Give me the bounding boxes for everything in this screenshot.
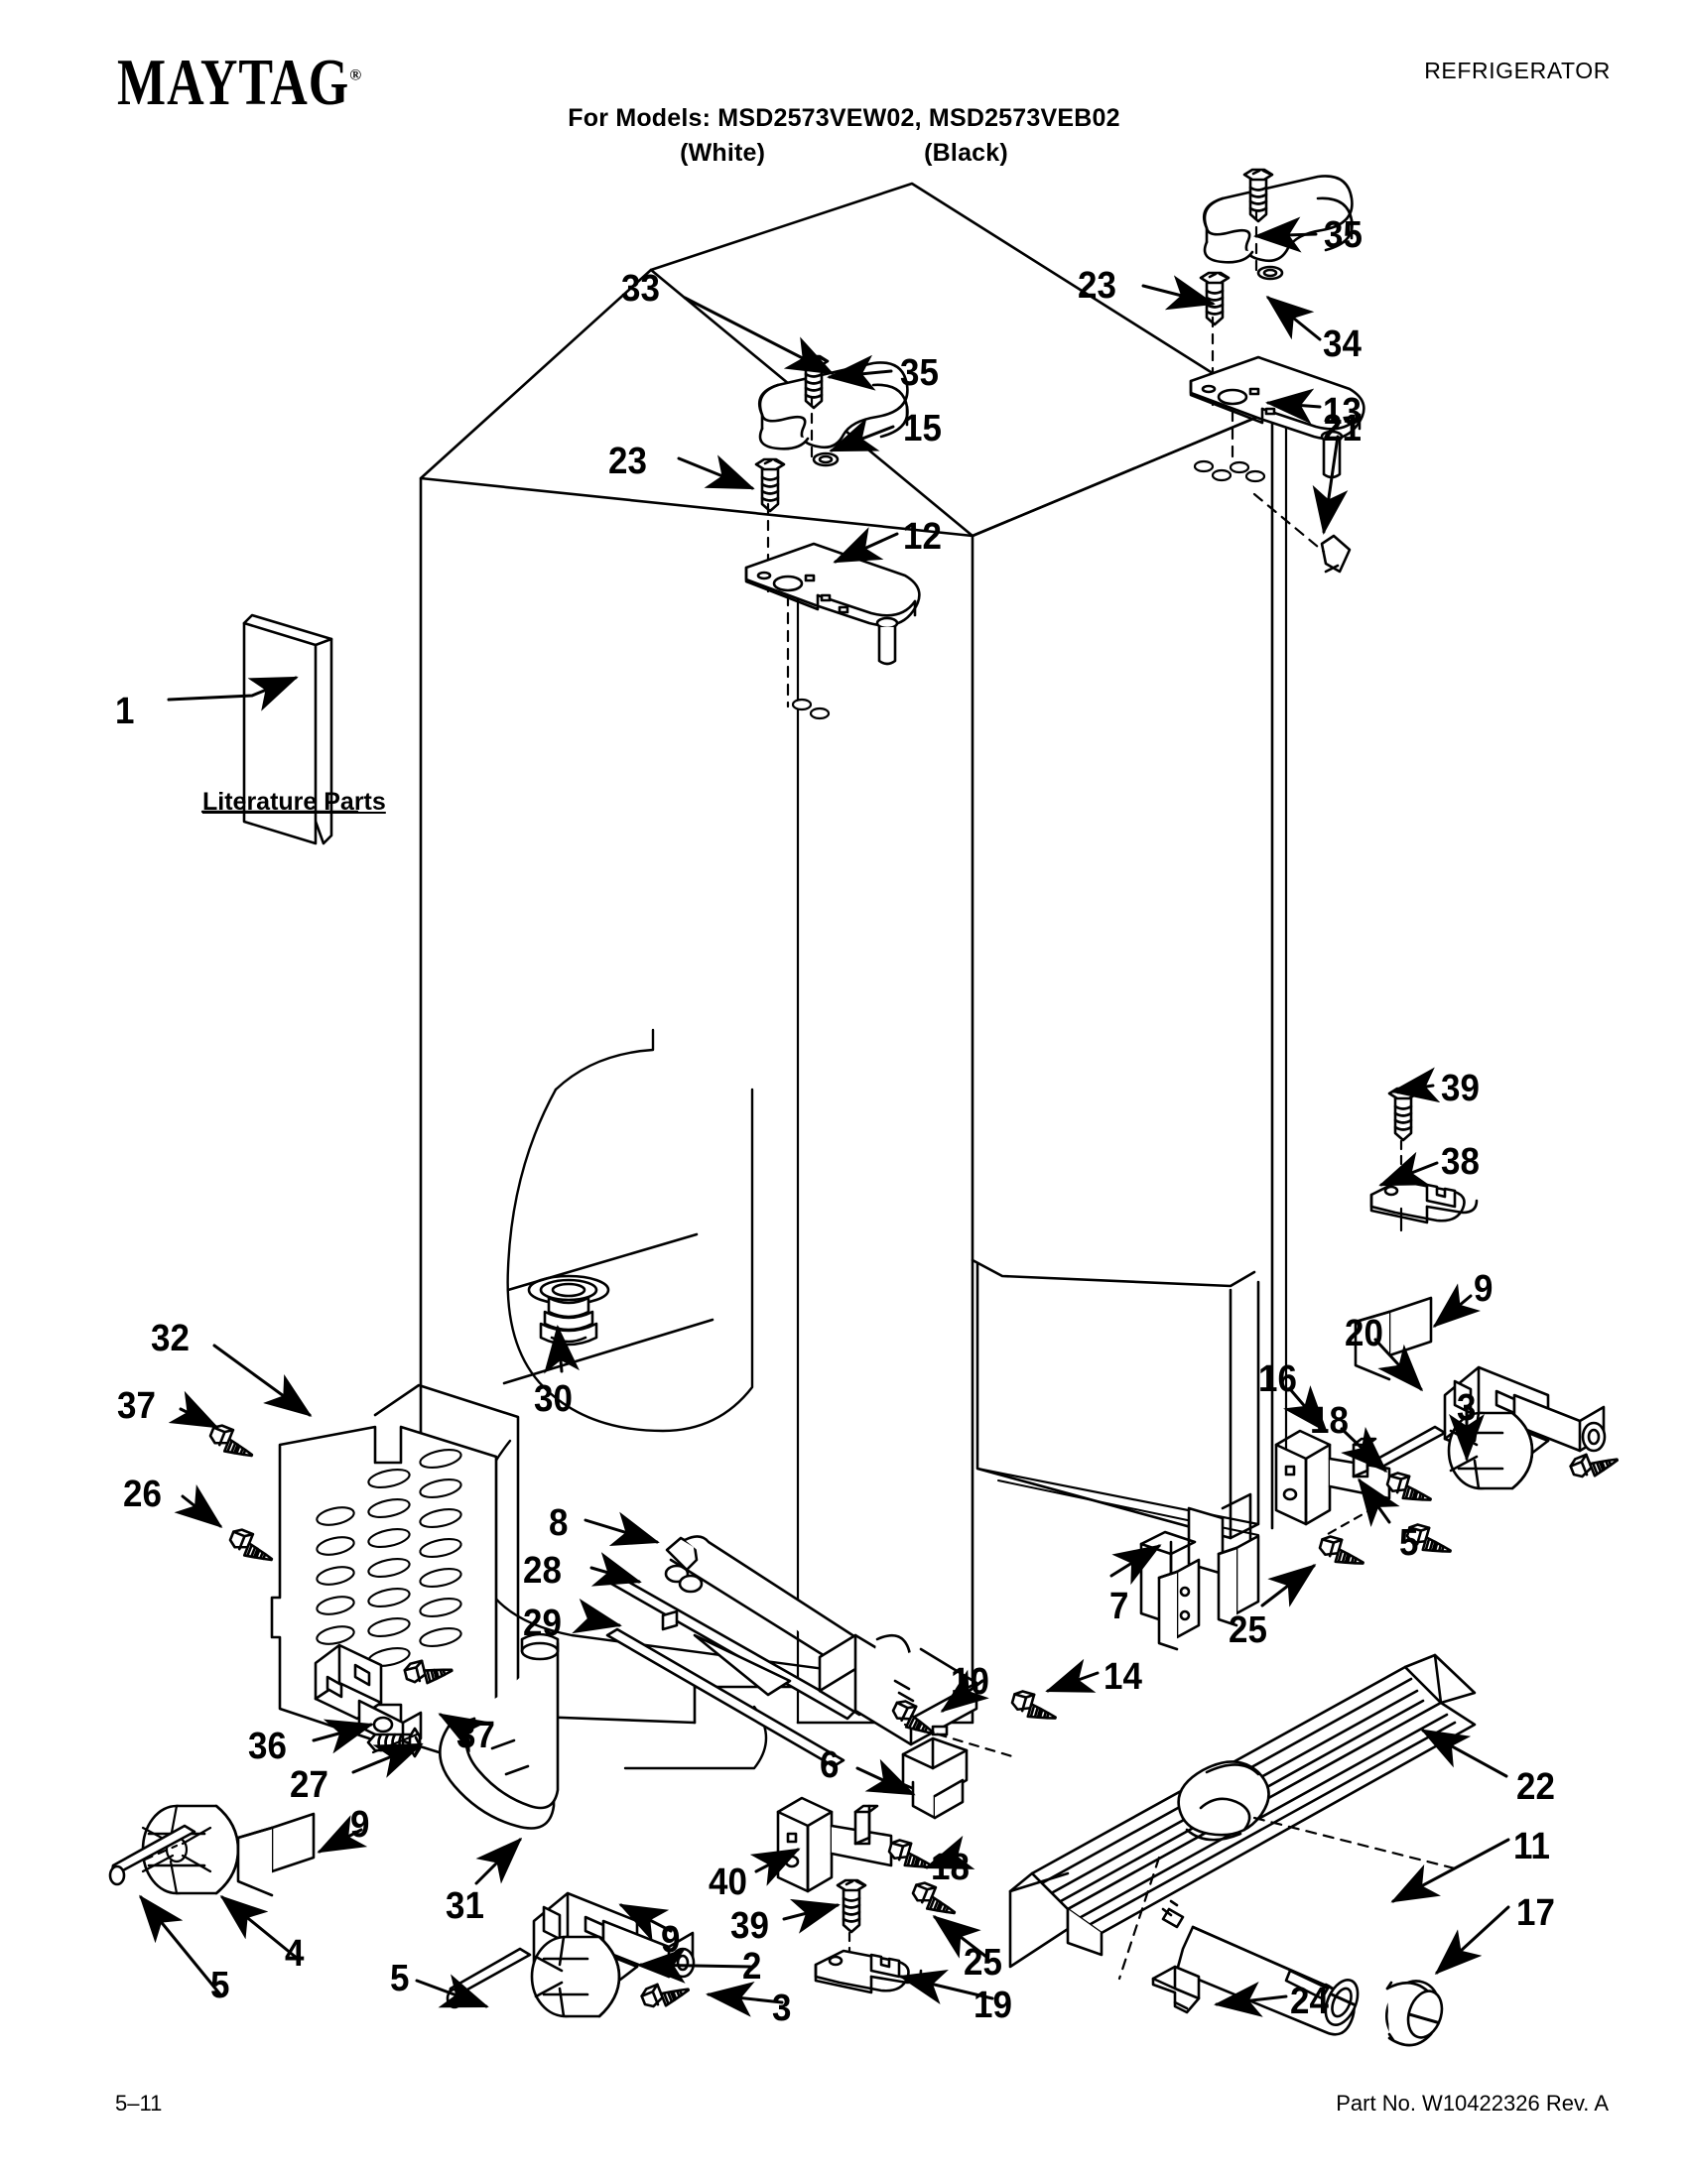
callout-number-10: 10	[951, 1661, 989, 1703]
part-screw-23-center	[754, 457, 786, 513]
callout-number-35: 35	[900, 352, 939, 394]
part-axle-pin-5-left	[108, 1824, 196, 1886]
callout-number-40: 40	[709, 1862, 747, 1903]
callout-number-17: 17	[1516, 1892, 1555, 1934]
callout-number-9: 9	[1474, 1268, 1493, 1310]
callout-number-30: 30	[534, 1378, 573, 1420]
callout-number-32: 32	[151, 1318, 190, 1359]
callout-number-3: 3	[1457, 1387, 1477, 1429]
callout-number-38: 38	[1441, 1141, 1480, 1183]
callout-number-15: 15	[903, 408, 942, 450]
part-toe-grille-22	[1008, 1653, 1477, 1969]
part-roller-wheel-4	[141, 1804, 240, 1895]
part-roller-assembly-2	[530, 1891, 696, 2018]
part-axle-pin-5-center	[446, 1947, 532, 2009]
callout-number-34: 34	[1323, 323, 1362, 365]
maytag-logo: MAYTAG®	[117, 46, 362, 121]
callout-number-33: 33	[621, 268, 660, 310]
part-screw-23-right	[1199, 271, 1231, 326]
part-screw-18-right	[1383, 1470, 1437, 1507]
callout-number-3: 3	[772, 1988, 792, 2029]
callout-number-31: 31	[446, 1885, 484, 1927]
callout-number-21: 21	[1323, 408, 1362, 450]
callout-number-8: 8	[549, 1502, 569, 1544]
callout-number-20: 20	[1345, 1313, 1383, 1354]
callout-number-25: 25	[1229, 1609, 1267, 1651]
callout-number-5: 5	[390, 1958, 410, 1999]
part-clip-6	[901, 1736, 969, 1820]
callout-number-7: 7	[1109, 1586, 1129, 1627]
callout-number-13: 13	[1323, 391, 1362, 433]
callout-number-23: 23	[608, 441, 647, 482]
part-screw-26-grille	[225, 1525, 280, 1567]
models-line: For Models: MSD2573VEW02, MSD2573VEB02	[568, 104, 1120, 132]
part-retainer-24	[1151, 1965, 1201, 2014]
color-white: (White)	[680, 139, 766, 167]
part-water-filter-11	[1161, 1899, 1360, 2036]
brand-wordmark: MAYTAG	[117, 47, 350, 120]
appliance-category: REFRIGERATOR	[1424, 58, 1611, 83]
callout-number-18: 18	[931, 1847, 970, 1888]
part-leveling-foot-19	[814, 1949, 923, 1994]
part-leveling-foot-38	[1369, 1179, 1479, 1224]
callout-number-18: 18	[1310, 1400, 1349, 1442]
part-filter-cap-17	[1385, 1980, 1444, 2047]
part-screw-14	[1008, 1688, 1062, 1726]
callout-number-39: 39	[730, 1905, 769, 1947]
callout-number-11: 11	[1513, 1826, 1550, 1867]
page-number: 5–11	[115, 2091, 163, 2116]
callout-number-5: 5	[1399, 1522, 1419, 1564]
callout-number-39: 39	[1441, 1068, 1480, 1109]
callout-number-5: 5	[210, 1965, 230, 2006]
color-black: (Black)	[924, 139, 1008, 167]
part-screw-39-bottom	[836, 1878, 867, 1934]
callout-number-9: 9	[661, 1919, 681, 1961]
callout-number-28: 28	[523, 1550, 562, 1592]
model-title-block: For Models: MSD2573VEW02, MSD2573VEB02 (…	[0, 104, 1688, 168]
callout-number-26: 26	[123, 1474, 162, 1515]
callout-number-6: 6	[820, 1744, 840, 1786]
callout-number-9: 9	[350, 1804, 370, 1846]
callout-number-16: 16	[1258, 1358, 1297, 1400]
part-mounting-plate-7	[1157, 1534, 1260, 1651]
callout-number-35: 35	[1324, 214, 1363, 256]
callout-number-1: 1	[115, 691, 135, 732]
literature-parts-label: Literature Parts	[202, 788, 386, 816]
part-hinge-plate-12	[744, 542, 921, 666]
callout-number-22: 22	[1516, 1766, 1555, 1808]
registered-trademark-icon: ®	[349, 66, 363, 84]
part-screw-39-right	[1387, 1087, 1419, 1142]
part-number: Part No. W10422326 Rev. A	[1336, 2091, 1609, 2116]
callout-number-24: 24	[1290, 1981, 1329, 2022]
cabinet-top-mounting-holes	[791, 459, 1266, 720]
callout-number-23: 23	[1078, 265, 1116, 307]
callout-number-29: 29	[523, 1603, 562, 1644]
callout-number-37: 37	[456, 1715, 495, 1756]
part-screw-37-grille	[205, 1421, 260, 1463]
callout-number-14: 14	[1104, 1656, 1142, 1698]
part-spacer-9-left	[236, 1812, 316, 1897]
part-leveling-bracket-16	[1274, 1429, 1391, 1526]
callout-number-37: 37	[117, 1385, 156, 1427]
callout-number-27: 27	[290, 1764, 328, 1806]
callout-number-4: 4	[285, 1933, 305, 1975]
part-pin-21	[1320, 534, 1352, 574]
callout-number-12: 12	[903, 516, 942, 558]
callout-number-25: 25	[964, 1942, 1002, 1984]
part-drain-tube-8	[664, 1535, 882, 1675]
leader-lines	[139, 216, 1510, 2017]
part-leveling-bracket-40	[776, 1796, 893, 1893]
color-variants: (White) (Black)	[0, 139, 1688, 168]
part-screw-3-center	[638, 1973, 693, 2014]
callout-number-36: 36	[248, 1726, 287, 1767]
callout-number-2: 2	[742, 1946, 762, 1988]
part-screw-25-upper-right	[1316, 1533, 1369, 1571]
callout-number-19: 19	[974, 1985, 1012, 2026]
